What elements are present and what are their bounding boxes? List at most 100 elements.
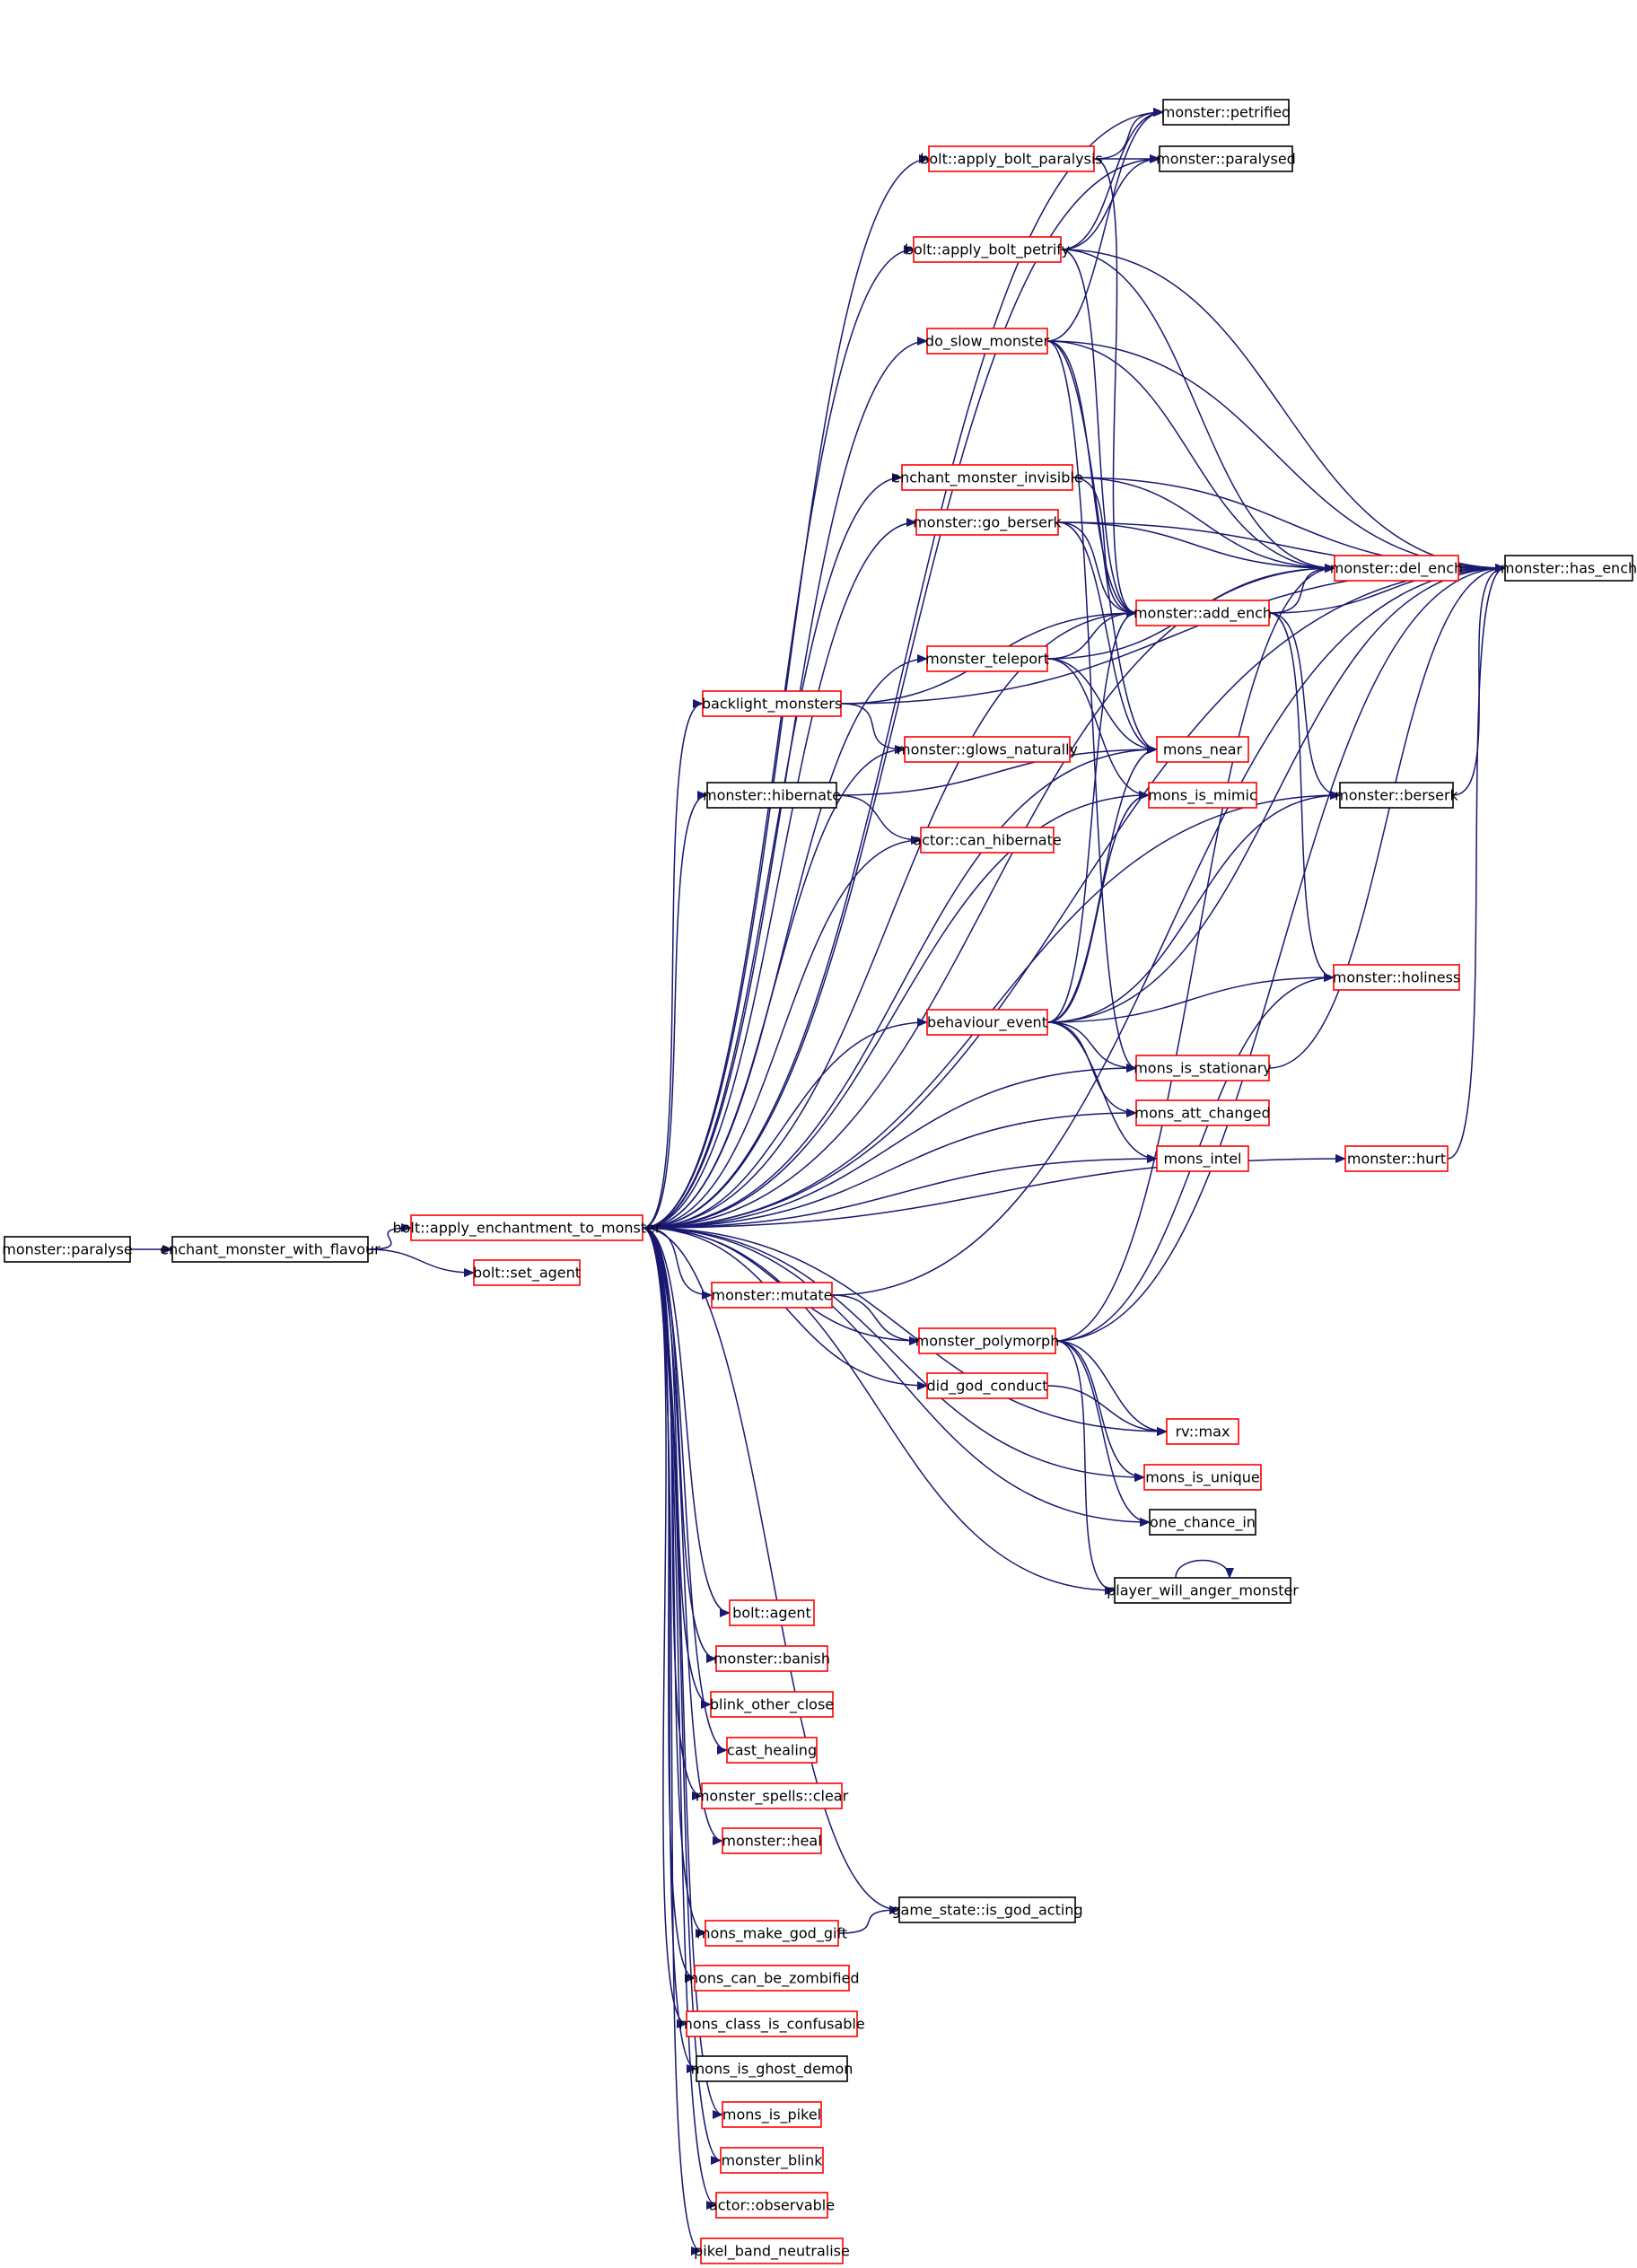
node-monster-spells-clear[interactable]: monster_spells::clear — [696, 1782, 849, 1809]
node-monster-add-ench[interactable]: monster::add_ench — [1134, 600, 1272, 626]
node-mons-is-mimic[interactable]: mons_is_mimic — [1148, 782, 1257, 809]
node-box — [898, 1896, 1076, 1923]
node-label: mons_can_be_zombified — [684, 1970, 859, 1988]
node-box — [700, 2237, 844, 2264]
node-bolt-apply-enchantment-to-monster[interactable]: bolt::apply_enchantment_to_monster — [392, 1214, 661, 1241]
edge-baetm-to-attch — [642, 1108, 1137, 1229]
node-label: monster::holiness — [1333, 969, 1461, 986]
edge-baetm-to-mtel — [642, 654, 928, 1229]
edge-hurt-to-hasench — [1447, 564, 1506, 1160]
node-monster-berserk[interactable]: monster::berserk — [1335, 782, 1459, 809]
node-box — [686, 2010, 858, 2037]
node-label: mons_is_stationary — [1134, 1060, 1272, 1078]
node-monster-has-ench[interactable]: monster::has_ench — [1501, 555, 1637, 582]
node-label: backlight_monsters — [702, 696, 842, 714]
node-player-will-anger-monster[interactable]: player_will_anger_monster — [1107, 1577, 1299, 1604]
node-mons-att-changed[interactable]: mons_att_changed — [1134, 1099, 1271, 1126]
node-monster-teleport[interactable]: monster_teleport — [925, 645, 1049, 672]
edge-addench-to-berserk — [1268, 612, 1341, 800]
edge-emwf-to-baetm — [367, 1223, 412, 1250]
edge-dgc-to-rvmax — [1046, 1385, 1168, 1436]
node-label: monster_blink — [722, 2152, 824, 2170]
edge-emi-to-delench — [1072, 477, 1335, 573]
node-box — [715, 1645, 828, 1672]
node-box — [1135, 1055, 1270, 1081]
edge-mutate-to-hasench — [831, 564, 1506, 1296]
edge-baetm-to-glow — [642, 745, 906, 1229]
node-rv-max[interactable]: rv::max — [1166, 1418, 1239, 1445]
node-monster-hibernate[interactable]: monster::hibernate — [703, 782, 841, 809]
node-bolt-apply-bolt-paralysis[interactable]: bolt::apply_bolt_paralysis — [920, 145, 1103, 172]
node-monster-holiness[interactable]: monster::holiness — [1333, 964, 1461, 991]
node-bolt-agent[interactable]: bolt::agent — [729, 1599, 815, 1626]
node-backlight-monsters[interactable]: backlight_monsters — [702, 690, 842, 717]
edge-bev-to-intel — [1046, 1021, 1158, 1163]
node-monster-mutate[interactable]: monster::mutate — [711, 1282, 833, 1309]
edge-blm-to-glow — [840, 703, 906, 754]
node-label: monster::hurt — [1347, 1151, 1446, 1168]
node-box — [1143, 1464, 1262, 1491]
node-label: bolt::apply_bolt_paralysis — [920, 151, 1103, 169]
node-game-state-is-god-acting[interactable]: game_state::is_god_acting — [891, 1896, 1083, 1923]
node-mons-is-stationary[interactable]: mons_is_stationary — [1134, 1055, 1272, 1081]
edge-bev-to-hasench — [1046, 564, 1506, 1023]
node-cast-healing[interactable]: cast_healing — [726, 1737, 818, 1764]
node-mons-is-unique[interactable]: mons_is_unique — [1143, 1464, 1262, 1491]
edge-mtel-to-mimic — [1046, 658, 1150, 800]
node-box — [720, 2147, 824, 2174]
node-mons-class-is-confusable[interactable]: mons_class_is_confusable — [678, 2010, 865, 2037]
edge-bev-to-mimic — [1046, 791, 1150, 1023]
node-label: mons_intel — [1164, 1151, 1242, 1169]
node-box — [722, 2101, 822, 2128]
node-do-slow-monster[interactable]: do_slow_monster — [925, 328, 1050, 355]
node-mons-can-be-zombified[interactable]: mons_can_be_zombified — [684, 1965, 860, 1992]
edge-baetm-to-near — [642, 745, 1158, 1229]
node-monster-paralyse[interactable]: monster::paralyse — [2, 1236, 133, 1263]
node-monster-petrified[interactable]: monster::petrified — [1161, 99, 1291, 126]
node-blink-other-close[interactable]: blink_other_close — [710, 1691, 834, 1718]
node-monster-banish[interactable]: monster::banish — [713, 1645, 830, 1672]
node-one-chance-in[interactable]: one_chance_in — [1149, 1509, 1256, 1536]
node-monster-polymorph[interactable]: monster_polymorph — [915, 1327, 1060, 1354]
node-monster-glows-naturally[interactable]: monster::glows_naturally — [897, 736, 1078, 763]
edge-baetm-to-mutate — [642, 1227, 713, 1300]
node-box — [1114, 1577, 1291, 1604]
node-behaviour-event[interactable]: behaviour_event — [926, 1009, 1048, 1036]
node-monster-blink[interactable]: monster_blink — [720, 2147, 824, 2174]
node-box — [1344, 1145, 1449, 1172]
node-monster-heal[interactable]: monster::heal — [722, 1827, 822, 1854]
edge-babpara-to-addench — [1093, 158, 1137, 617]
node-mons-is-ghost-demon[interactable]: mons_is_ghost_demon — [691, 2055, 854, 2082]
node-enchant-monster-invisible[interactable]: enchant_monster_invisible — [891, 464, 1083, 491]
node-bolt-apply-bolt-petrify[interactable]: bolt::apply_bolt_petrify — [905, 236, 1070, 263]
node-mons-near[interactable]: mons_near — [1156, 736, 1249, 763]
node-label: monster::hibernate — [703, 787, 841, 804]
node-actor-can-hibernate[interactable]: actor::can_hibernate — [913, 827, 1062, 854]
node-monster-hurt[interactable]: monster::hurt — [1344, 1145, 1449, 1172]
node-enchant-monster-with-flavour[interactable]: enchant_monster_with_flavour — [160, 1236, 381, 1263]
edge-bev-to-holi — [1046, 973, 1335, 1023]
node-label: mons_att_changed — [1134, 1105, 1270, 1123]
edge-poly-to-uniq — [1055, 1340, 1145, 1482]
node-box — [1159, 145, 1293, 172]
node-monster-paralysed[interactable]: monster::paralysed — [1156, 145, 1296, 172]
node-monster-del-ench[interactable]: monster::del_ench — [1330, 555, 1463, 582]
node-mons-is-pikel[interactable]: mons_is_pikel — [722, 2101, 822, 2128]
node-box — [1148, 782, 1257, 809]
node-label: blink_other_close — [710, 1696, 834, 1714]
node-actor-observable[interactable]: actor::observable — [709, 2192, 835, 2219]
node-label: monster::banish — [713, 1651, 830, 1668]
node-pikel-band-neutralise[interactable]: pikel_band_neutralise — [694, 2237, 850, 2264]
node-mons-make-god-gift[interactable]: mons_make_god_gift — [696, 1920, 847, 1947]
node-did-god-conduct[interactable]: did_god_conduct — [926, 1372, 1048, 1399]
node-bolt-set-agent[interactable]: bolt::set_agent — [473, 1259, 581, 1286]
edge-baetm-to-blm — [642, 699, 704, 1229]
node-monster-go-berserk[interactable]: monster::go_berserk — [913, 509, 1063, 536]
node-label: monster::petrified — [1161, 104, 1291, 121]
node-label: actor::observable — [709, 2197, 835, 2214]
edge-baetm-to-uniq — [642, 1227, 1145, 1482]
edge-addench-to-holi — [1268, 612, 1335, 982]
node-mons-intel[interactable]: mons_intel — [1156, 1145, 1249, 1172]
node-box — [1156, 736, 1249, 763]
node-layer: monster::paralyse enchant_monster_with_fl… — [2, 99, 1637, 2264]
